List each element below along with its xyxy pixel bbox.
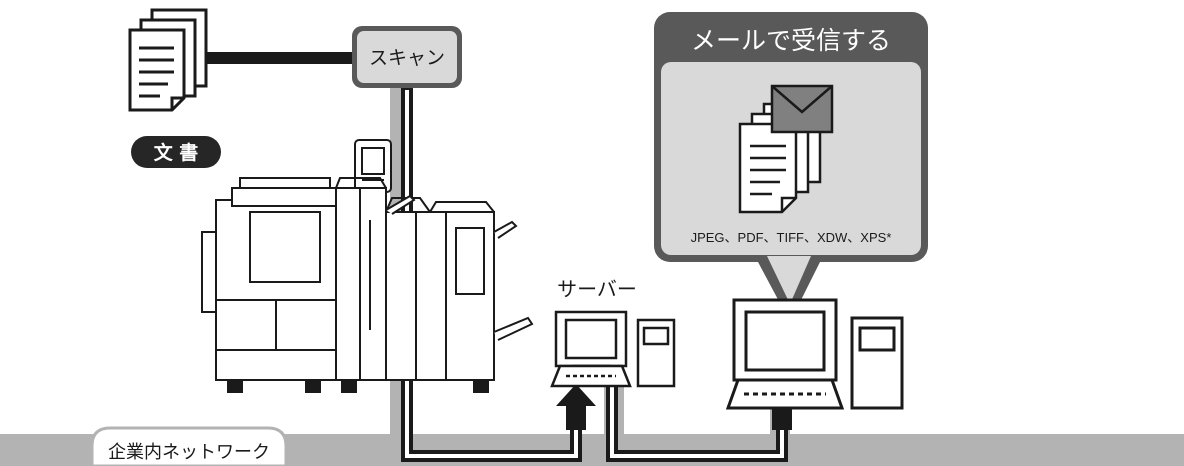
document-label: 文 書 xyxy=(154,141,199,164)
file-formats-label: JPEG、PDF、TIFF、XDW、XPS* xyxy=(691,230,892,245)
multifunction-printer-illustration xyxy=(201,139,534,393)
server-label: サーバー xyxy=(557,277,637,301)
envelope-icon xyxy=(770,84,834,134)
client-computer-icon xyxy=(725,298,904,410)
document-stack-icon xyxy=(128,8,208,112)
server-computer-icon xyxy=(550,310,676,388)
emailed-documents-icon xyxy=(738,102,822,214)
arrow-to-server xyxy=(556,384,596,430)
email-receive-panel: メールで受信する JPEG、PDF、TIFF、XDW、XPS* xyxy=(654,12,928,322)
network-label-tab xyxy=(90,426,288,466)
document-to-scan-line xyxy=(206,52,358,64)
network-label: 企業内ネットワーク xyxy=(108,442,270,463)
scan-box: スキャン xyxy=(352,26,462,88)
document-label-badge: 文 書 xyxy=(131,136,221,168)
email-panel-title: メールで受信する xyxy=(691,26,891,55)
scan-label: スキャン xyxy=(369,47,445,69)
